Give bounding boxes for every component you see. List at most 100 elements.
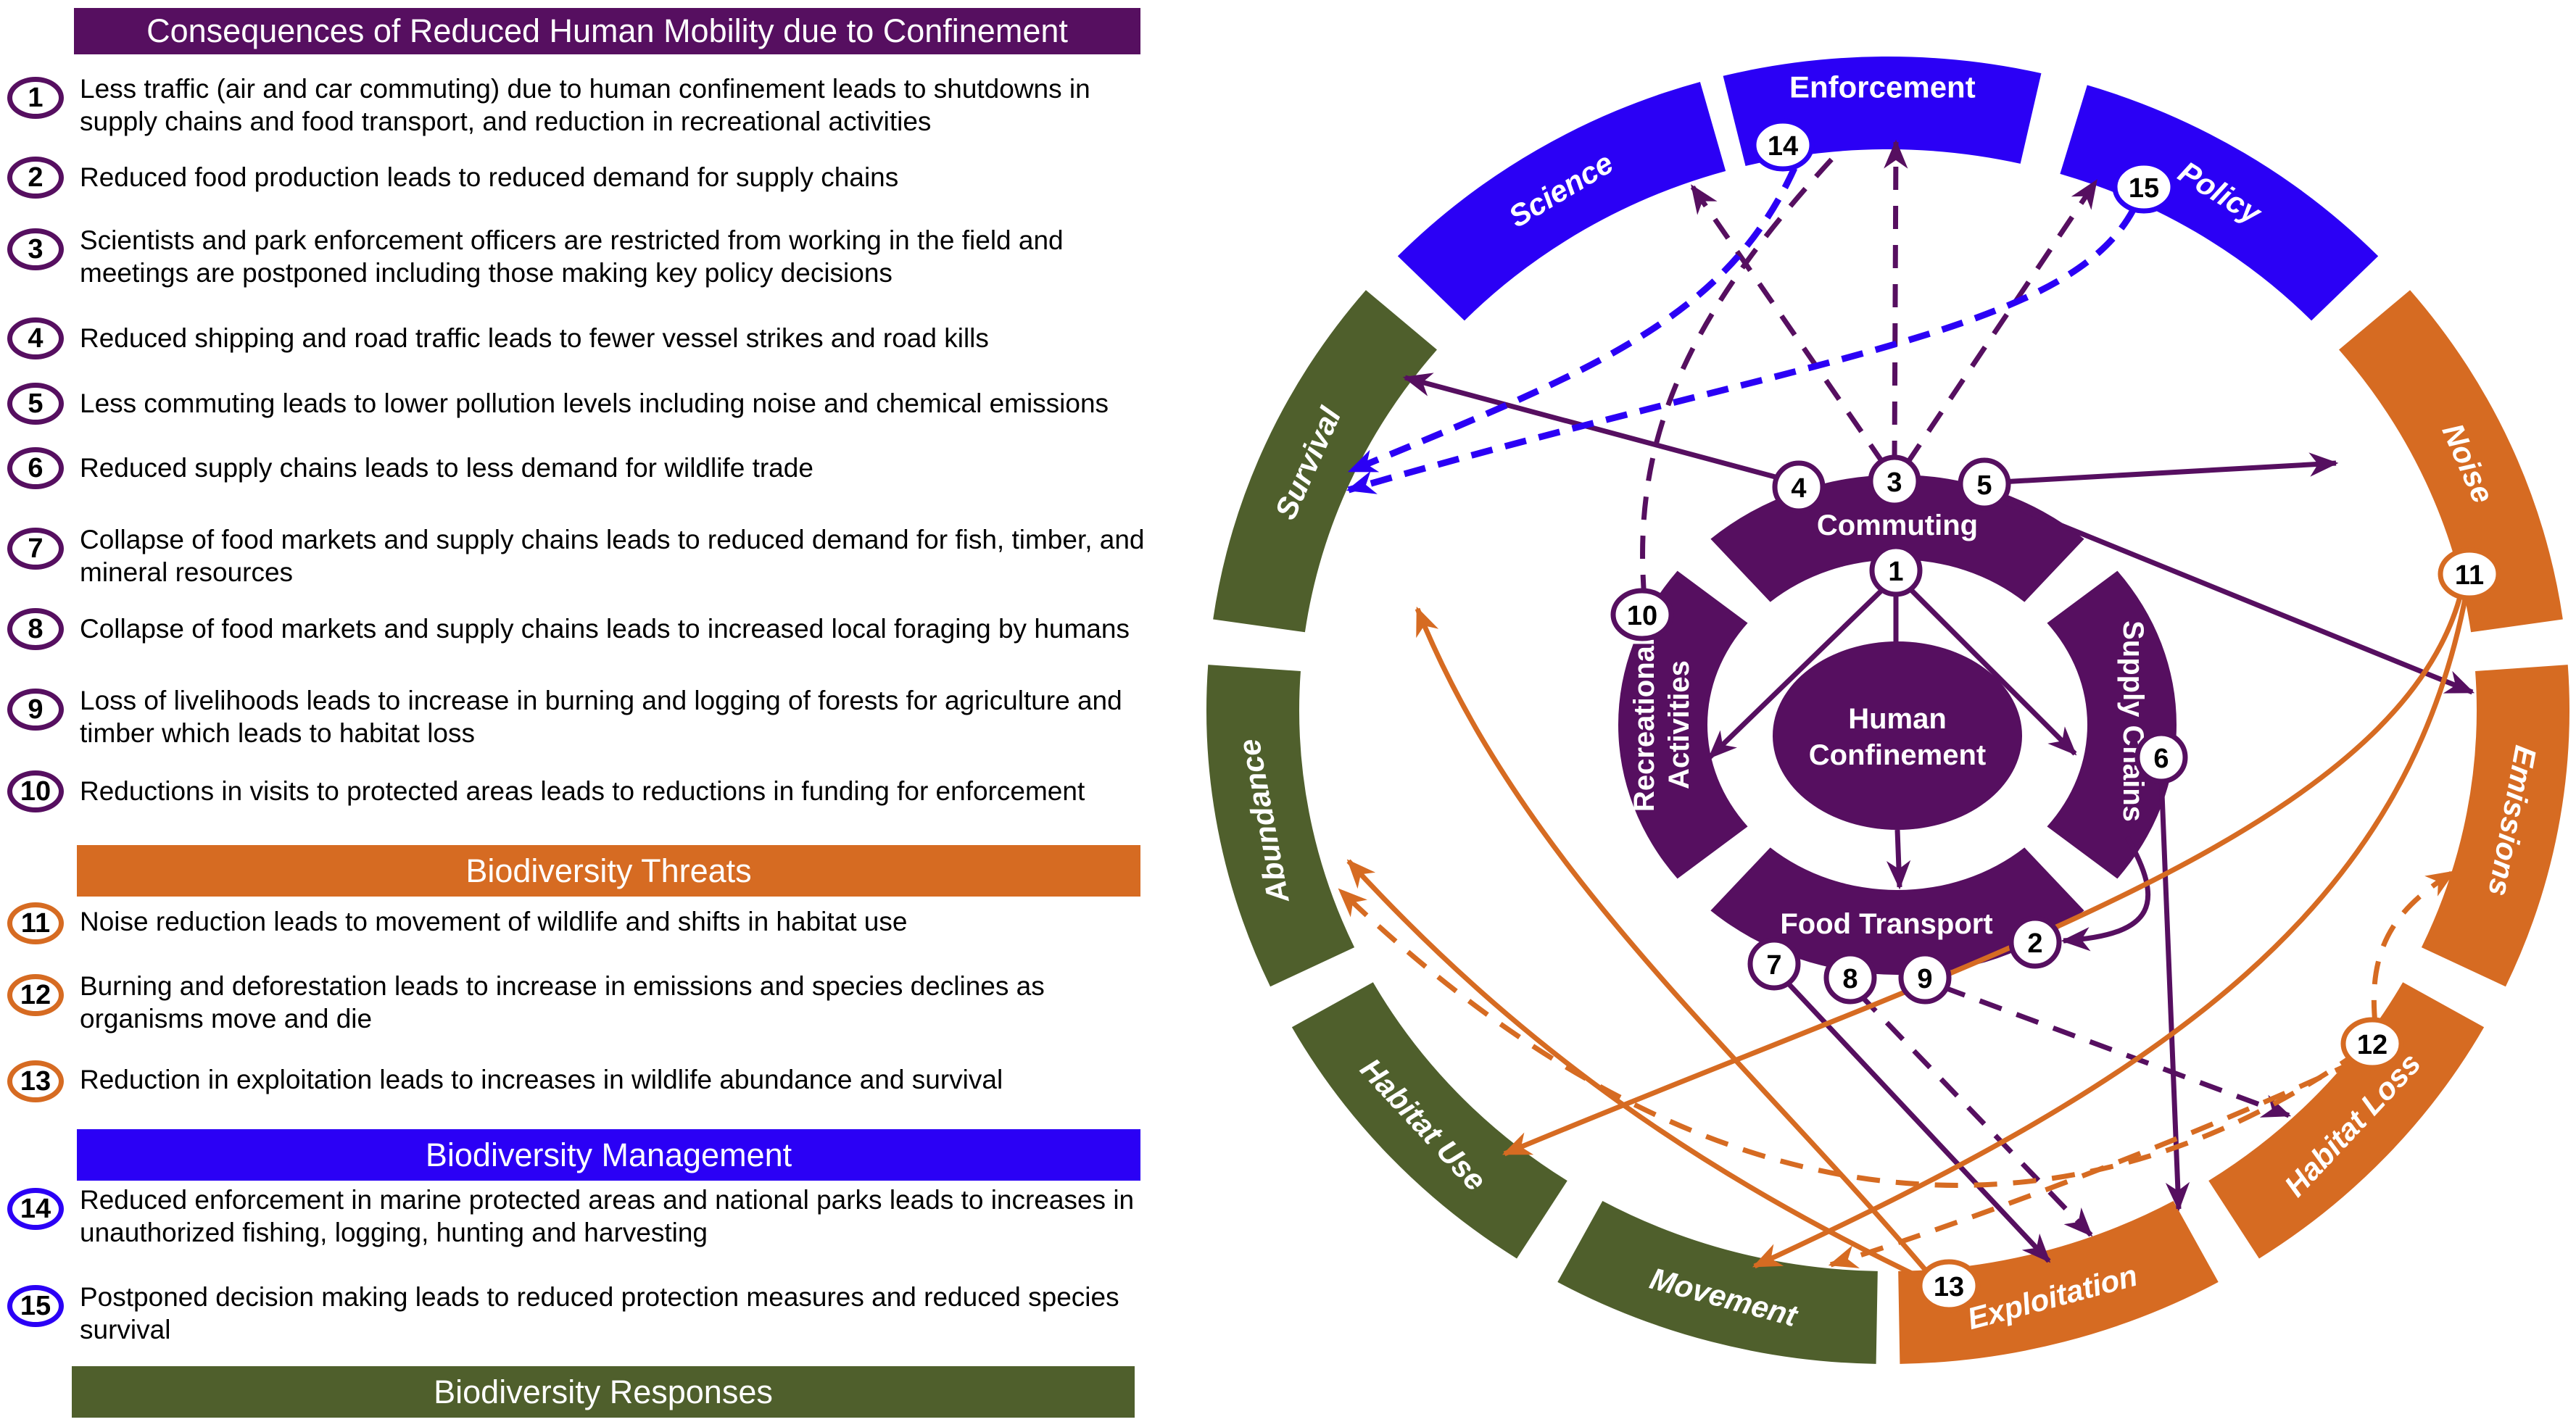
segment-label: Food Transport	[1780, 908, 1992, 940]
node-7: 7	[1747, 937, 1801, 991]
section-header-mobility: Consequences of Reduced Human Mobility d…	[74, 8, 1140, 54]
badge-number: 11	[20, 907, 51, 939]
segment-shape	[1557, 1200, 1878, 1364]
segment-supply-chains: Supply Chains	[2047, 570, 2177, 879]
item-text: Collapse of food markets and supply chai…	[80, 614, 1130, 644]
segment-shape	[2060, 85, 2379, 321]
section-title: Biodiversity Threats	[465, 852, 752, 889]
node-number: 6	[2153, 744, 2169, 774]
item-text: Less commuting leads to lower pollution …	[80, 388, 1109, 418]
edge-9-to-habitat-loss	[1942, 984, 2292, 1118]
item-text: Reduced enforcement in marine protected …	[80, 1185, 1135, 1247]
edge-3-to-enforcement	[1884, 139, 1908, 465]
segment-abundance: Abundance	[1206, 665, 1355, 987]
segment-noise: Noise	[2339, 290, 2563, 633]
item-text: Burning and deforestation leads to incre…	[80, 971, 1045, 1034]
node-number: 15	[2129, 173, 2159, 204]
number-badge: 4	[7, 317, 64, 359]
segment-shape	[1206, 665, 1355, 987]
item-text: Loss of livelihoods leads to increase in…	[80, 686, 1122, 748]
node-circle	[1958, 457, 2011, 511]
section-header-threats: Biodiversity Threats	[77, 845, 1140, 897]
badge-number: 9	[28, 694, 44, 725]
node-circle	[2112, 160, 2176, 214]
node-10: 10	[1610, 588, 1674, 641]
node-number: 11	[2455, 560, 2484, 591]
segment-policy: Policy	[2060, 85, 2379, 321]
edge-11-to-habitat-use	[1502, 591, 2464, 1157]
number-badge: 9	[7, 689, 64, 731]
node-circle	[1868, 454, 1921, 508]
edge-5-to-emissions	[1997, 497, 2475, 695]
node-11: 11	[2438, 547, 2501, 601]
edge-4-to-survival	[1402, 373, 1781, 481]
edge-6-to-exploitation	[2158, 775, 2190, 1212]
node-6: 6	[2134, 731, 2188, 784]
node-number: 10	[1627, 601, 1657, 631]
edge-15-to-survival	[1346, 208, 2136, 494]
node-circle	[2008, 915, 2062, 969]
badge-number: 2	[28, 162, 44, 193]
node-number: 4	[1791, 473, 1806, 504]
node-circle	[1869, 544, 1923, 597]
section-title: Biodiversity Management	[425, 1136, 792, 1173]
badge-number: 4	[28, 323, 44, 354]
badge-number: 6	[28, 452, 44, 483]
number-badge: 7	[7, 528, 64, 570]
badge-number: 3	[28, 233, 44, 265]
badge-number: 8	[28, 613, 44, 644]
node-number: 1	[1888, 557, 1903, 587]
segment-label: Commuting	[1817, 510, 1978, 541]
segment-shape	[2421, 665, 2569, 987]
node-circle	[1898, 951, 1952, 1005]
number-badge: 13	[7, 1060, 64, 1102]
number-badge: 8	[7, 608, 64, 650]
edges	[1338, 139, 2475, 1284]
node-4: 4	[1772, 460, 1826, 514]
node-number: 7	[1766, 950, 1781, 981]
segment-survival: Survival	[1213, 290, 1437, 633]
number-badge: 14	[7, 1188, 64, 1230]
node-circle	[2438, 547, 2501, 601]
item-text: Postponed decision making leads to reduc…	[80, 1282, 1119, 1344]
badge-number: 14	[20, 1193, 51, 1224]
node-circle	[1610, 588, 1674, 641]
segment-food-transport: Food Transport	[1710, 847, 2084, 975]
node-13: 13	[1917, 1259, 1981, 1313]
segment-shape	[1291, 982, 1567, 1259]
node-number: 9	[1917, 964, 1932, 994]
segment-shape	[1710, 847, 2084, 975]
node-14: 14	[1751, 118, 1815, 172]
segment-shape	[1618, 570, 1748, 879]
section-title: Consequences of Reduced Human Mobility d…	[146, 12, 1068, 49]
item-text: Reduction in exploitation leads to incre…	[80, 1065, 1003, 1094]
node-12: 12	[2340, 1017, 2404, 1070]
badge-number: 15	[20, 1290, 51, 1321]
node-number: 2	[2027, 928, 2042, 959]
node-number: 13	[1934, 1272, 1964, 1302]
node-1: 1	[1869, 544, 1923, 597]
item-text: Reduced food production leads to reduced…	[80, 162, 899, 192]
edge-12-to-movement	[1828, 1058, 2358, 1268]
segment-movement: Movement	[1557, 1200, 1878, 1364]
badge-number: 1	[28, 82, 44, 113]
item-text: Collapse of food markets and supply chai…	[80, 525, 1145, 587]
segment-emissions: Emissions	[2421, 665, 2569, 987]
item-text: Reduced shipping and road traffic leads …	[80, 323, 989, 353]
node-9: 9	[1898, 951, 1952, 1005]
number-badge: 2	[7, 157, 64, 199]
edge-human-confinement-to-food-transport	[1886, 829, 1911, 890]
edge-12-to-emissions	[2371, 870, 2456, 1024]
edge-1-to-recreational-activities	[1707, 586, 1886, 760]
number-badge: 1	[7, 77, 64, 119]
edge-12-to-abundance	[1338, 888, 2362, 1188]
badge-number: 13	[20, 1065, 51, 1097]
badge-number: 7	[28, 533, 44, 564]
number-badge: 15	[7, 1285, 64, 1327]
edge-supply-chains-to-2	[2061, 836, 2151, 952]
